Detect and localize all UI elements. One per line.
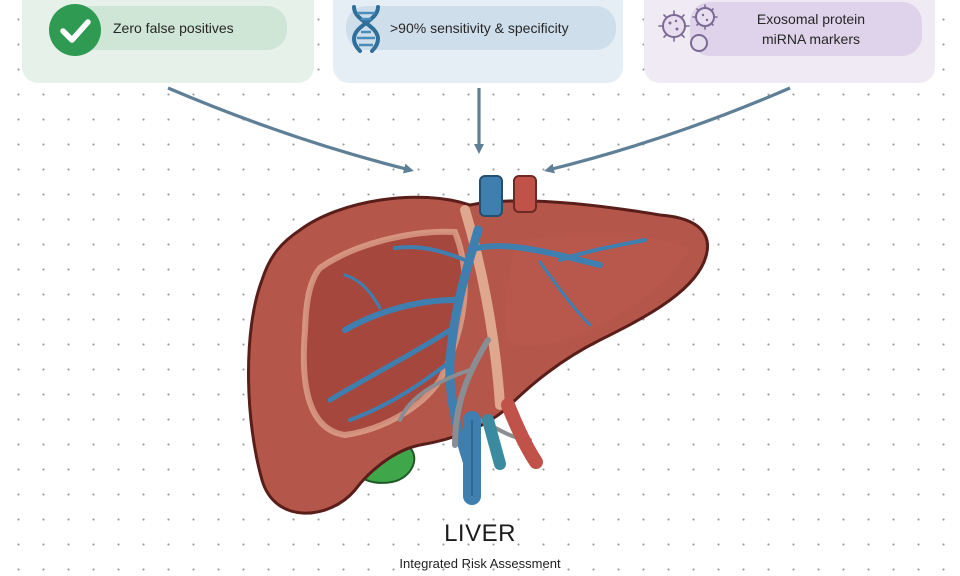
exosomal-markers-line-1: Exosomal protein	[756, 11, 866, 27]
checkmark-circle-icon	[49, 4, 101, 56]
zero-false-positives-label: Zero false positives	[113, 20, 234, 36]
dna-helix-icon	[351, 5, 381, 53]
hepatic-artery-bottom	[501, 398, 543, 469]
pill-exosomal-markers: Exosomal protein miRNA markers	[690, 2, 922, 56]
exosome-vesicles-icon	[658, 4, 718, 52]
diagram-subtitle: Integrated Risk Assessment	[399, 556, 561, 571]
diagram-title: LIVER	[444, 520, 516, 547]
vena-cava-top	[479, 175, 503, 217]
exosomal-markers-line-2: miRNA markers	[761, 31, 860, 47]
arrow-right	[544, 86, 791, 174]
exosomal-markers-label: Exosomal protein miRNA markers	[690, 9, 922, 49]
arrow-left	[167, 86, 414, 174]
bile-duct-bottom	[482, 414, 506, 470]
sensitivity-label: >90% sensitivity & specificity	[390, 20, 569, 36]
pill-sensitivity: >90% sensitivity & specificity	[346, 6, 616, 50]
aorta-top	[513, 175, 537, 213]
